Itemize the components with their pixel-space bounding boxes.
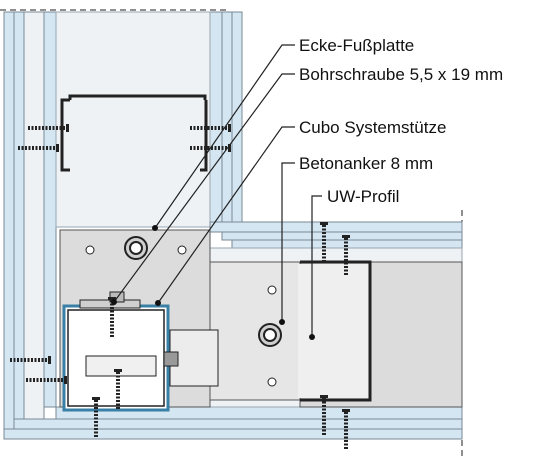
concrete-anchor-right: [258, 323, 282, 347]
label-corner-base-plate: Ecke-Fußplatte: [299, 36, 414, 55]
label-uw-profile: UW-Profil: [327, 187, 399, 206]
leader-dots: [111, 225, 315, 340]
label-system-support: Cubo Systemstütze: [299, 118, 446, 137]
cw-profile-upper: [60, 94, 208, 172]
label-drill-screw: Bohrschraube 5,5 x 19 mm: [299, 65, 503, 84]
concrete-anchor-top: [124, 236, 148, 260]
label-concrete-anchor: Betonanker 8 mm: [299, 154, 433, 173]
cubo-system-support: [62, 291, 219, 412]
uw-profile: [298, 260, 372, 402]
leader-lines: [113, 44, 322, 337]
